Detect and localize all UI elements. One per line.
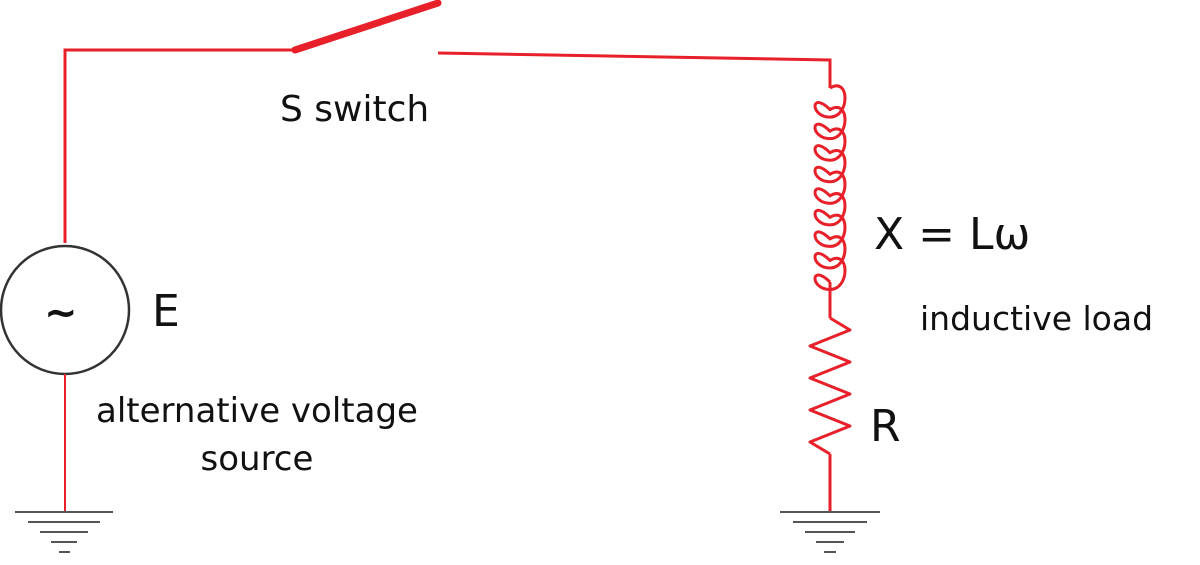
switch-blade[interactable] (291, 0, 442, 54)
source-label: E (152, 286, 180, 337)
ground-icon-right (780, 511, 880, 553)
resistor-label: R (870, 401, 901, 452)
inductor-label: X = Lω (874, 209, 1031, 260)
load-description: inductive load (920, 299, 1154, 338)
source-description-line2: source (200, 438, 314, 479)
inductor-coil (813, 84, 847, 292)
source-description-line1: alternative voltage (96, 391, 418, 431)
ac-wave-icon: ~ (44, 290, 78, 336)
ground-icon-left (15, 511, 113, 553)
resistor-zigzag (808, 316, 852, 456)
switch-label: S switch (280, 89, 430, 130)
source-description: alternative voltage source (96, 388, 418, 483)
wire-right-top (437, 51, 832, 88)
wire-left-top (63, 48, 295, 243)
